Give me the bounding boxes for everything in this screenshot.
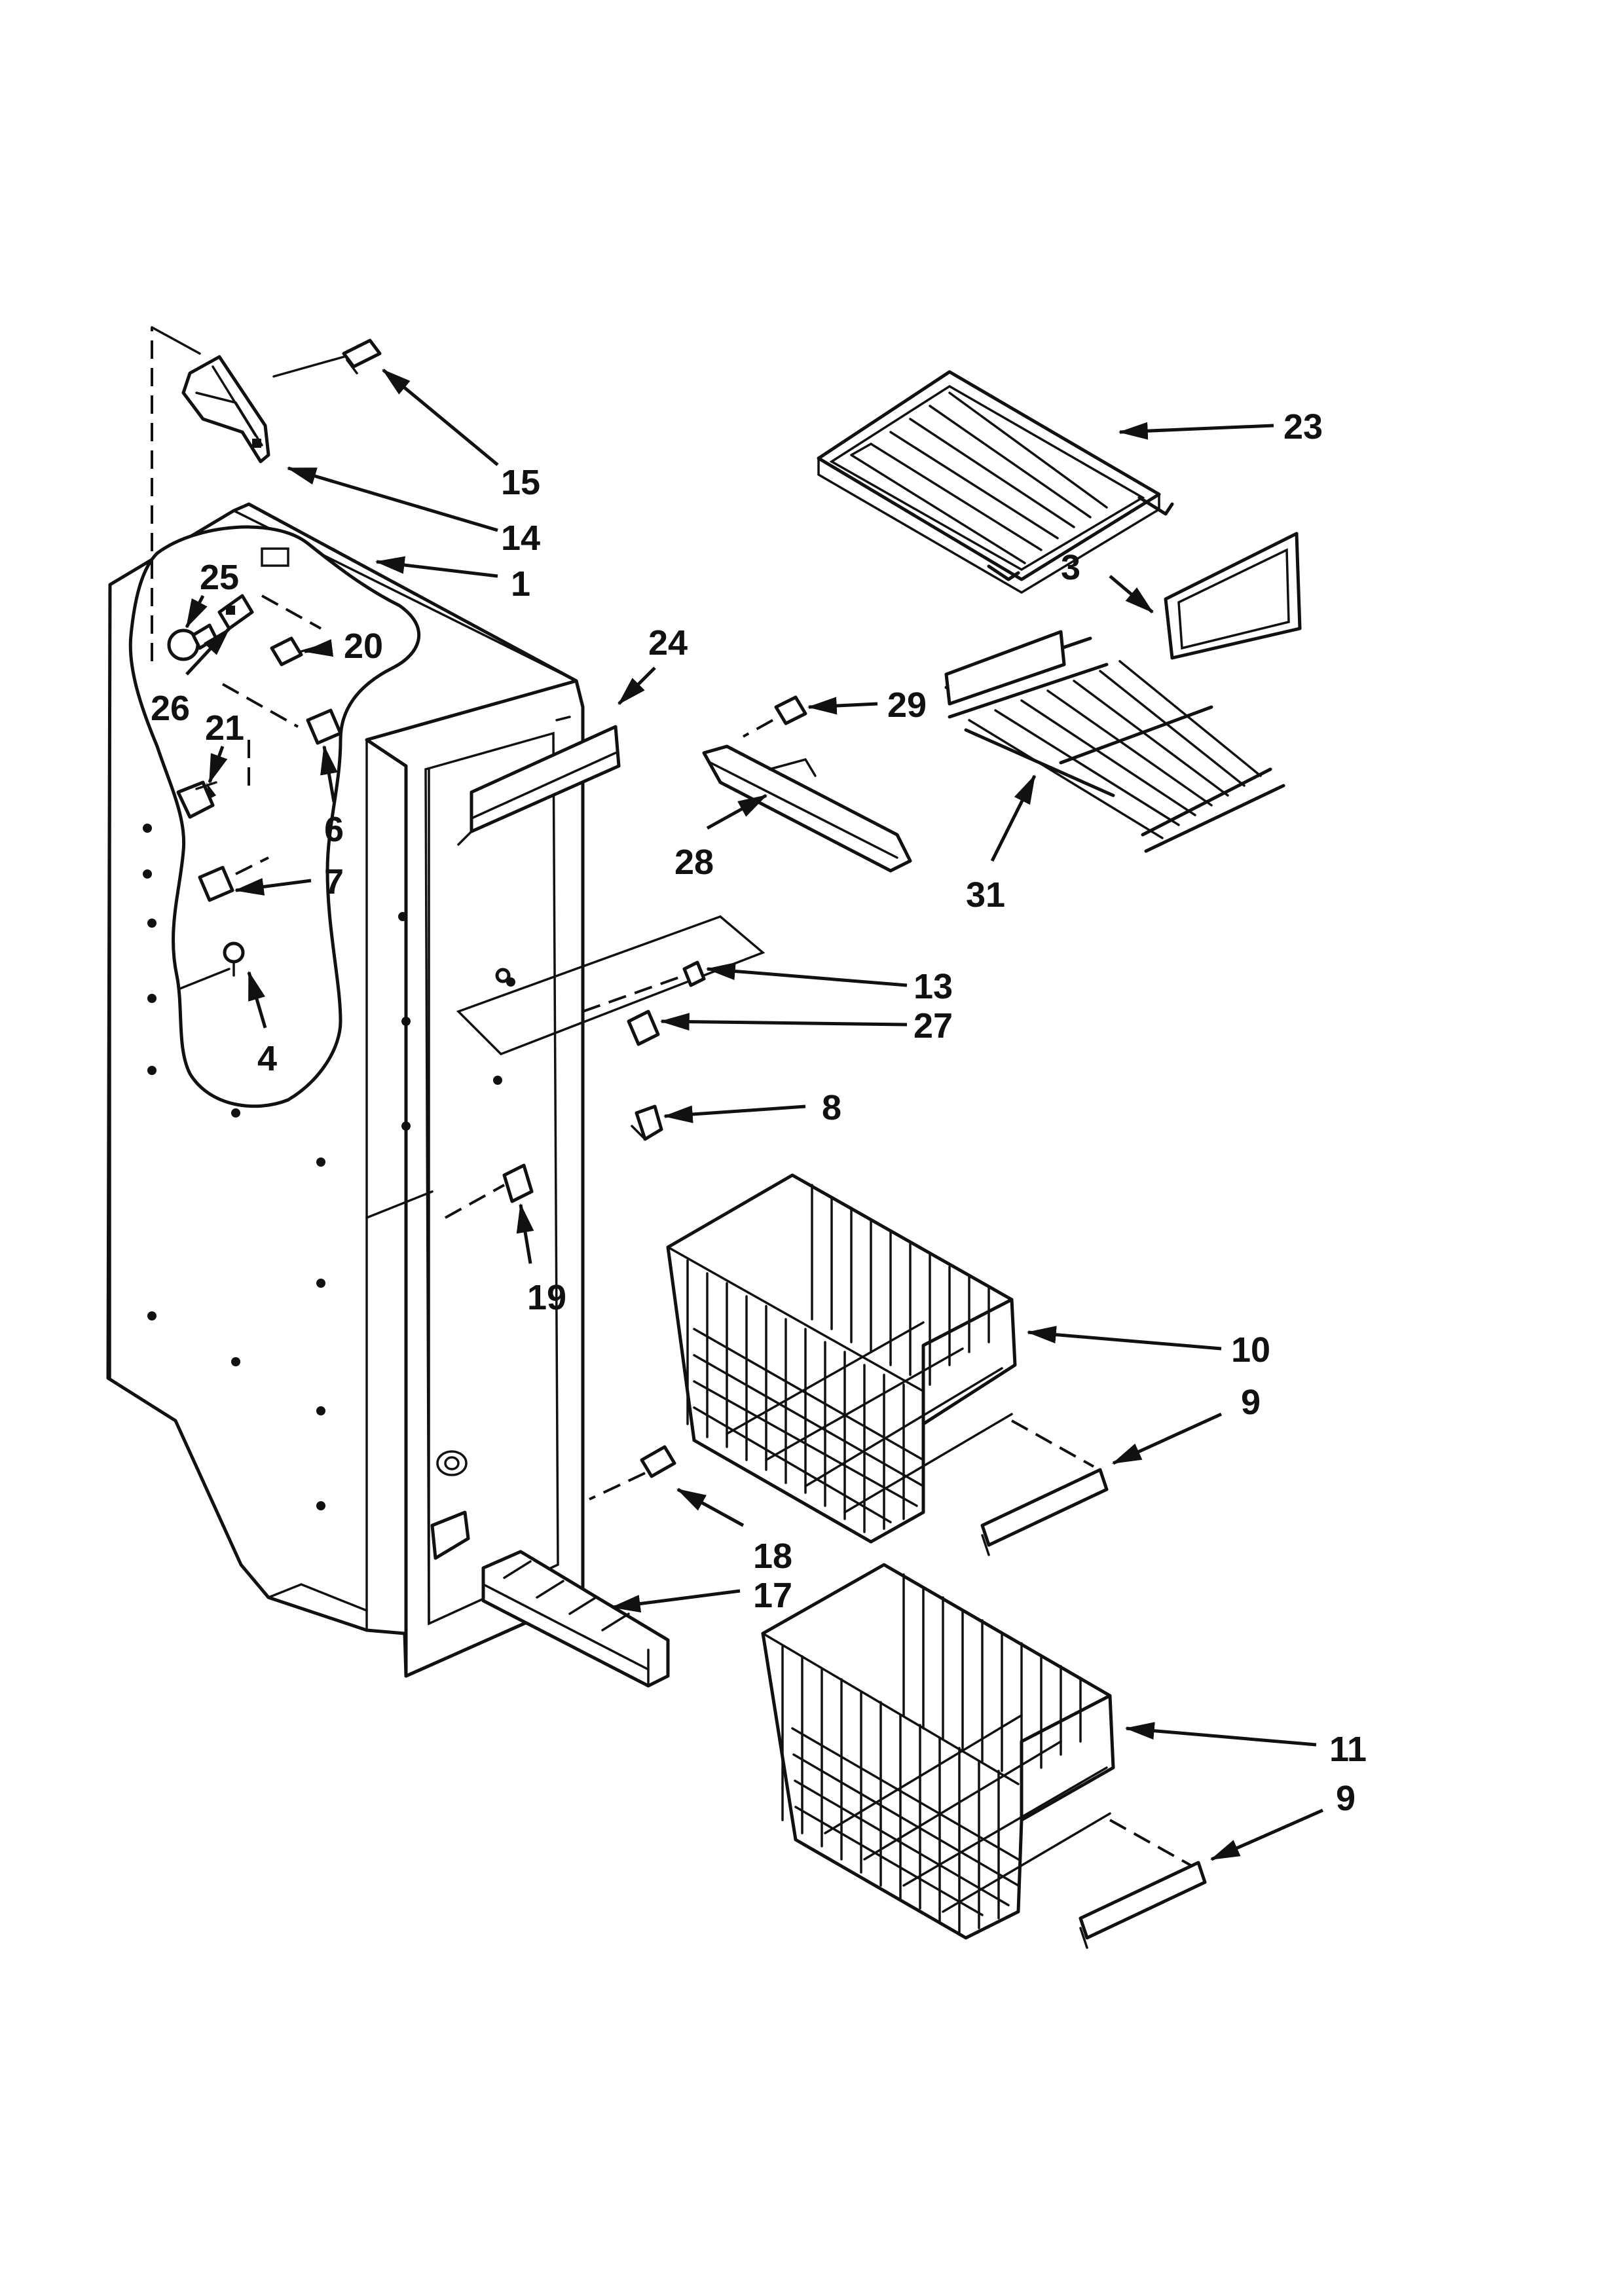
freezer-liner <box>106 502 585 1678</box>
callout-25: 25 <box>200 558 239 597</box>
callout-11: 11 <box>1329 1730 1367 1769</box>
callout-27: 27 <box>913 1006 953 1046</box>
part-6-switch <box>306 708 342 745</box>
part-17-grille <box>481 1550 670 1688</box>
part-13-27-label-area <box>456 915 766 1056</box>
callout-31: 31 <box>966 875 1005 915</box>
part-9-upper-rail <box>980 1419 1109 1556</box>
callout-24: 24 <box>648 623 688 663</box>
callout-9-lower: 9 <box>1336 1779 1356 1818</box>
callout-19: 19 <box>527 1278 566 1317</box>
callout-10: 10 <box>1231 1330 1270 1370</box>
part-29-screw <box>743 695 807 738</box>
callout-28: 28 <box>674 843 714 882</box>
callout-15: 15 <box>501 463 540 502</box>
part-31-wire-shelf <box>944 630 1285 853</box>
callout-21: 21 <box>205 708 244 748</box>
callout-7: 7 <box>324 862 344 902</box>
part-4-fastener <box>223 941 245 977</box>
part-19-sensor <box>445 1163 534 1219</box>
callout-8: 8 <box>822 1088 841 1127</box>
callout-9-upper: 9 <box>1241 1383 1261 1422</box>
part-9-lower-rail <box>1079 1819 1207 1949</box>
callout-17: 17 <box>753 1576 792 1615</box>
part-18-screw <box>589 1445 676 1501</box>
callout-14: 14 <box>501 519 540 558</box>
part-11-lower-basket <box>761 1563 1115 1940</box>
callout-13: 13 <box>913 967 953 1006</box>
callout-26: 26 <box>151 689 190 728</box>
callout-1: 1 <box>511 564 530 604</box>
callout-6: 6 <box>324 810 344 849</box>
leader-lines <box>185 369 1324 1861</box>
part-10-upper-basket <box>666 1173 1017 1544</box>
part-28-shelf-bracket <box>702 744 912 873</box>
part-8-clip <box>631 1104 663 1141</box>
part-7-connector <box>198 856 269 902</box>
callout-23: 23 <box>1283 407 1323 446</box>
part-15-screw <box>272 338 382 378</box>
callout-18: 18 <box>753 1537 792 1576</box>
part-3-trim <box>1164 532 1302 660</box>
callout-29: 29 <box>887 685 927 725</box>
callout-20: 20 <box>344 627 383 666</box>
part-23-shelf <box>817 370 1174 594</box>
part-24-duct-cover <box>457 725 621 846</box>
part-26-light-socket <box>217 594 254 630</box>
callout-3: 3 <box>1061 548 1080 587</box>
callout-4: 4 <box>257 1039 277 1078</box>
callout-labels: 1 3 4 6 7 8 9 9 10 11 13 14 15 17 18 19 … <box>151 407 1367 1818</box>
part-14-bracket <box>181 355 270 464</box>
